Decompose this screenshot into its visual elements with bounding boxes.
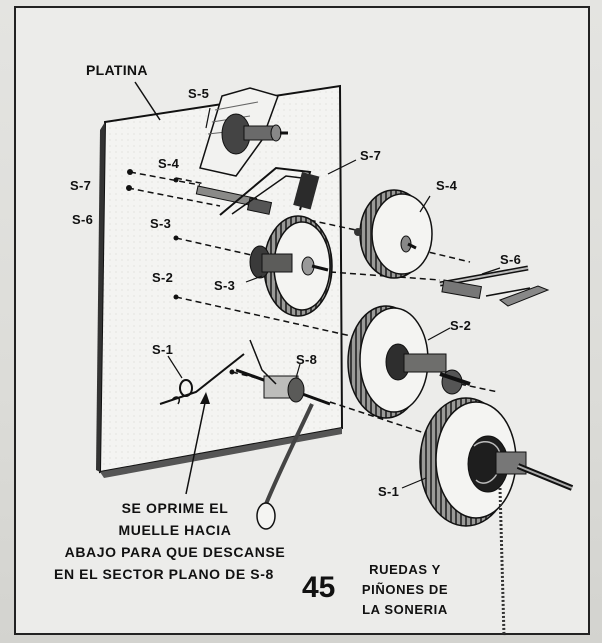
note-arrow — [185, 392, 210, 495]
caption-line-2: PIÑONES DE — [361, 582, 449, 597]
s1-wheel-label: S-1 — [378, 484, 400, 499]
s1-wheel-leader — [401, 477, 427, 489]
s3-wheel-label: S-3 — [214, 278, 236, 293]
s3-left-label: S-3 — [150, 216, 172, 231]
s7-left-label: S-7 — [70, 178, 92, 193]
s7-right-leader — [327, 159, 357, 175]
spring-note: SE OPRIME EL MUELLE HACIA ABAJO PARA QUE… — [30, 497, 320, 585]
s4-wheel-leader — [419, 195, 431, 213]
s6-right-leader — [481, 267, 501, 275]
s1-left-label: S-1 — [152, 342, 174, 357]
s6-rod — [439, 265, 550, 307]
s2-wheel — [347, 305, 471, 419]
s2-wheel-label: S-2 — [450, 318, 472, 333]
note-line-2: MUELLE HACIA — [118, 522, 232, 538]
s2-left-label: S-2 — [152, 270, 174, 285]
s6-right-label: S-6 — [500, 252, 522, 267]
s1-spring — [159, 353, 245, 405]
note-line-3: ABAJO PARA QUE DESCANSE — [64, 544, 286, 560]
s3-wheel-leader — [245, 275, 263, 283]
platina-leader — [134, 81, 161, 121]
note-line-1: SE OPRIME EL — [121, 500, 229, 516]
s1-wheel — [419, 397, 574, 637]
caption-line-3: LA SONERIA — [362, 602, 448, 617]
s7-right-label: S-7 — [360, 148, 382, 163]
s3-wheel — [249, 215, 333, 317]
s8-label: S-8 — [296, 352, 318, 367]
plate-holes — [126, 169, 235, 375]
note-line-4: EN EL SECTOR PLANO DE S-8 — [54, 566, 274, 582]
s5-label: S-5 — [188, 86, 210, 101]
caption-line-1: RUEDAS Y — [369, 562, 441, 577]
figure-caption: RUEDAS Y PIÑONES DE LA SONERIA — [350, 560, 460, 620]
s4-wheel — [354, 189, 433, 279]
s6-left-label: S-6 — [72, 212, 94, 227]
s4-shaft-group — [195, 166, 320, 216]
platina-label: PLATINA — [86, 62, 148, 78]
s1-left-leader — [167, 355, 183, 379]
s5-leader — [205, 107, 211, 129]
s8-lever — [235, 339, 331, 530]
page-number: 45 — [302, 571, 336, 604]
s4-left-label: S-4 — [158, 156, 180, 171]
s5-bracket — [199, 87, 288, 177]
s8-leader — [295, 363, 301, 379]
s2-wheel-leader — [427, 327, 451, 341]
s4-right-label: S-4 — [436, 178, 458, 193]
assembly-lines — [127, 171, 499, 449]
